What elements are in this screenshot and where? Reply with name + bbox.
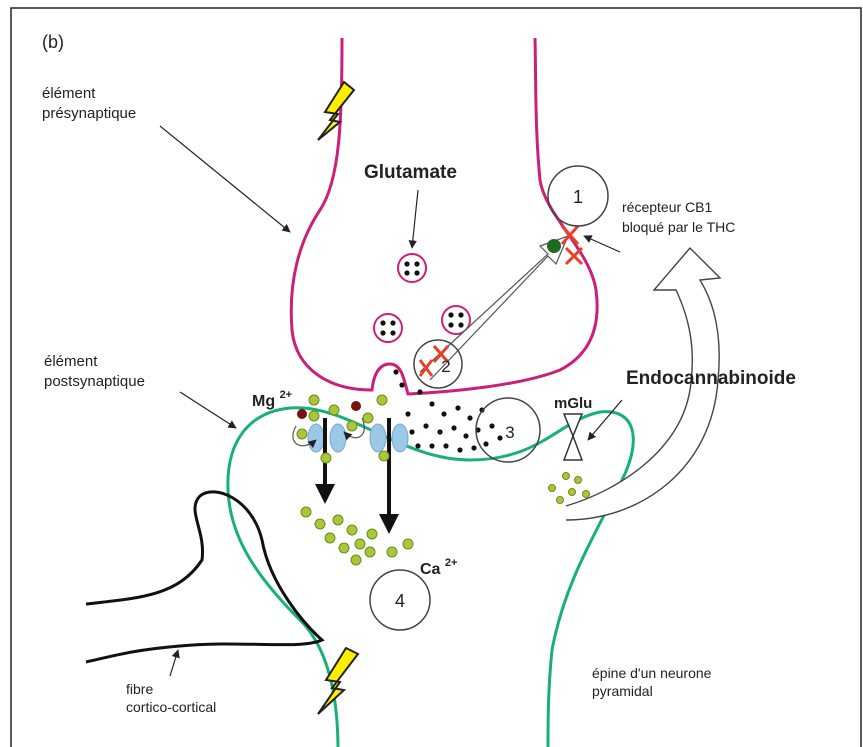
fibre-label: fibre cortico-cortical [126,681,216,715]
mglu-products [549,473,590,504]
cortico-cortical-fibre [86,492,322,662]
postsynaptic-label: élément postsynaptique [44,353,145,390]
mg-label-base: Mg [252,393,275,410]
spine-label-line1: épine d'un neurone [592,665,712,681]
spine-label: épine d'un neurone pyramidal [592,665,715,699]
fibre-label-line1: fibre [126,681,153,697]
mg-label: Mg 2+ [252,389,292,410]
step-3-marker: 3 [476,398,540,462]
glutamate-label: Glutamate [364,162,457,183]
ca-label-sup: 2+ [445,557,458,569]
step-3-label: 3 [505,423,514,442]
lightning-icon-presynaptic [318,82,354,140]
step-4-label: 4 [395,591,405,611]
fibre-leader-arrow [170,650,178,676]
panel-label: (b) [42,32,64,52]
step-1-label: 1 [573,187,583,207]
cb1-receptor-label: récepteur CB1 bloqué par le THC [622,199,735,235]
mglu-receptor [564,414,582,460]
step-1-marker: 1 [548,166,608,226]
glutamate-molecules [393,369,502,452]
step-2-label: 2 [441,357,450,376]
endocannabinoide-label: Endocannabinoide [626,368,796,389]
cb1-leader-arrow [584,236,620,252]
postsynaptic-label-line2: postsynaptique [44,373,145,390]
cb1-receptor-label-line1: récepteur CB1 [622,199,712,215]
presynaptic-label-line2: présynaptique [42,105,136,122]
mglu-label: mGlu [554,395,592,412]
presynaptic-label-line1: élément [42,85,96,102]
mg-label-sup: 2+ [280,389,293,401]
glutamate-vesicle [398,254,426,282]
mglu-leader-arrow [588,400,622,440]
ca-label-base: Ca [420,561,441,578]
glutamate-vesicle [374,314,402,342]
cb1-receptor [547,239,561,253]
presynaptic-leader-arrow [160,126,290,232]
spine-label-line2: pyramidal [592,683,653,699]
postsynaptic-leader-arrow [180,392,236,428]
ca-label: Ca 2+ [420,557,457,578]
cb1-receptor-label-line2: bloqué par le THC [622,219,735,235]
fibre-label-line2: cortico-cortical [126,699,216,715]
mg-ion [351,401,361,411]
mg-ion [297,409,307,419]
glutamate-leader-arrow [412,190,418,248]
postsynaptic-label-line1: élément [44,353,98,370]
presynaptic-label: élément présynaptique [42,85,136,122]
step-4-marker: 4 [370,570,430,630]
calcium-ions [297,395,413,565]
